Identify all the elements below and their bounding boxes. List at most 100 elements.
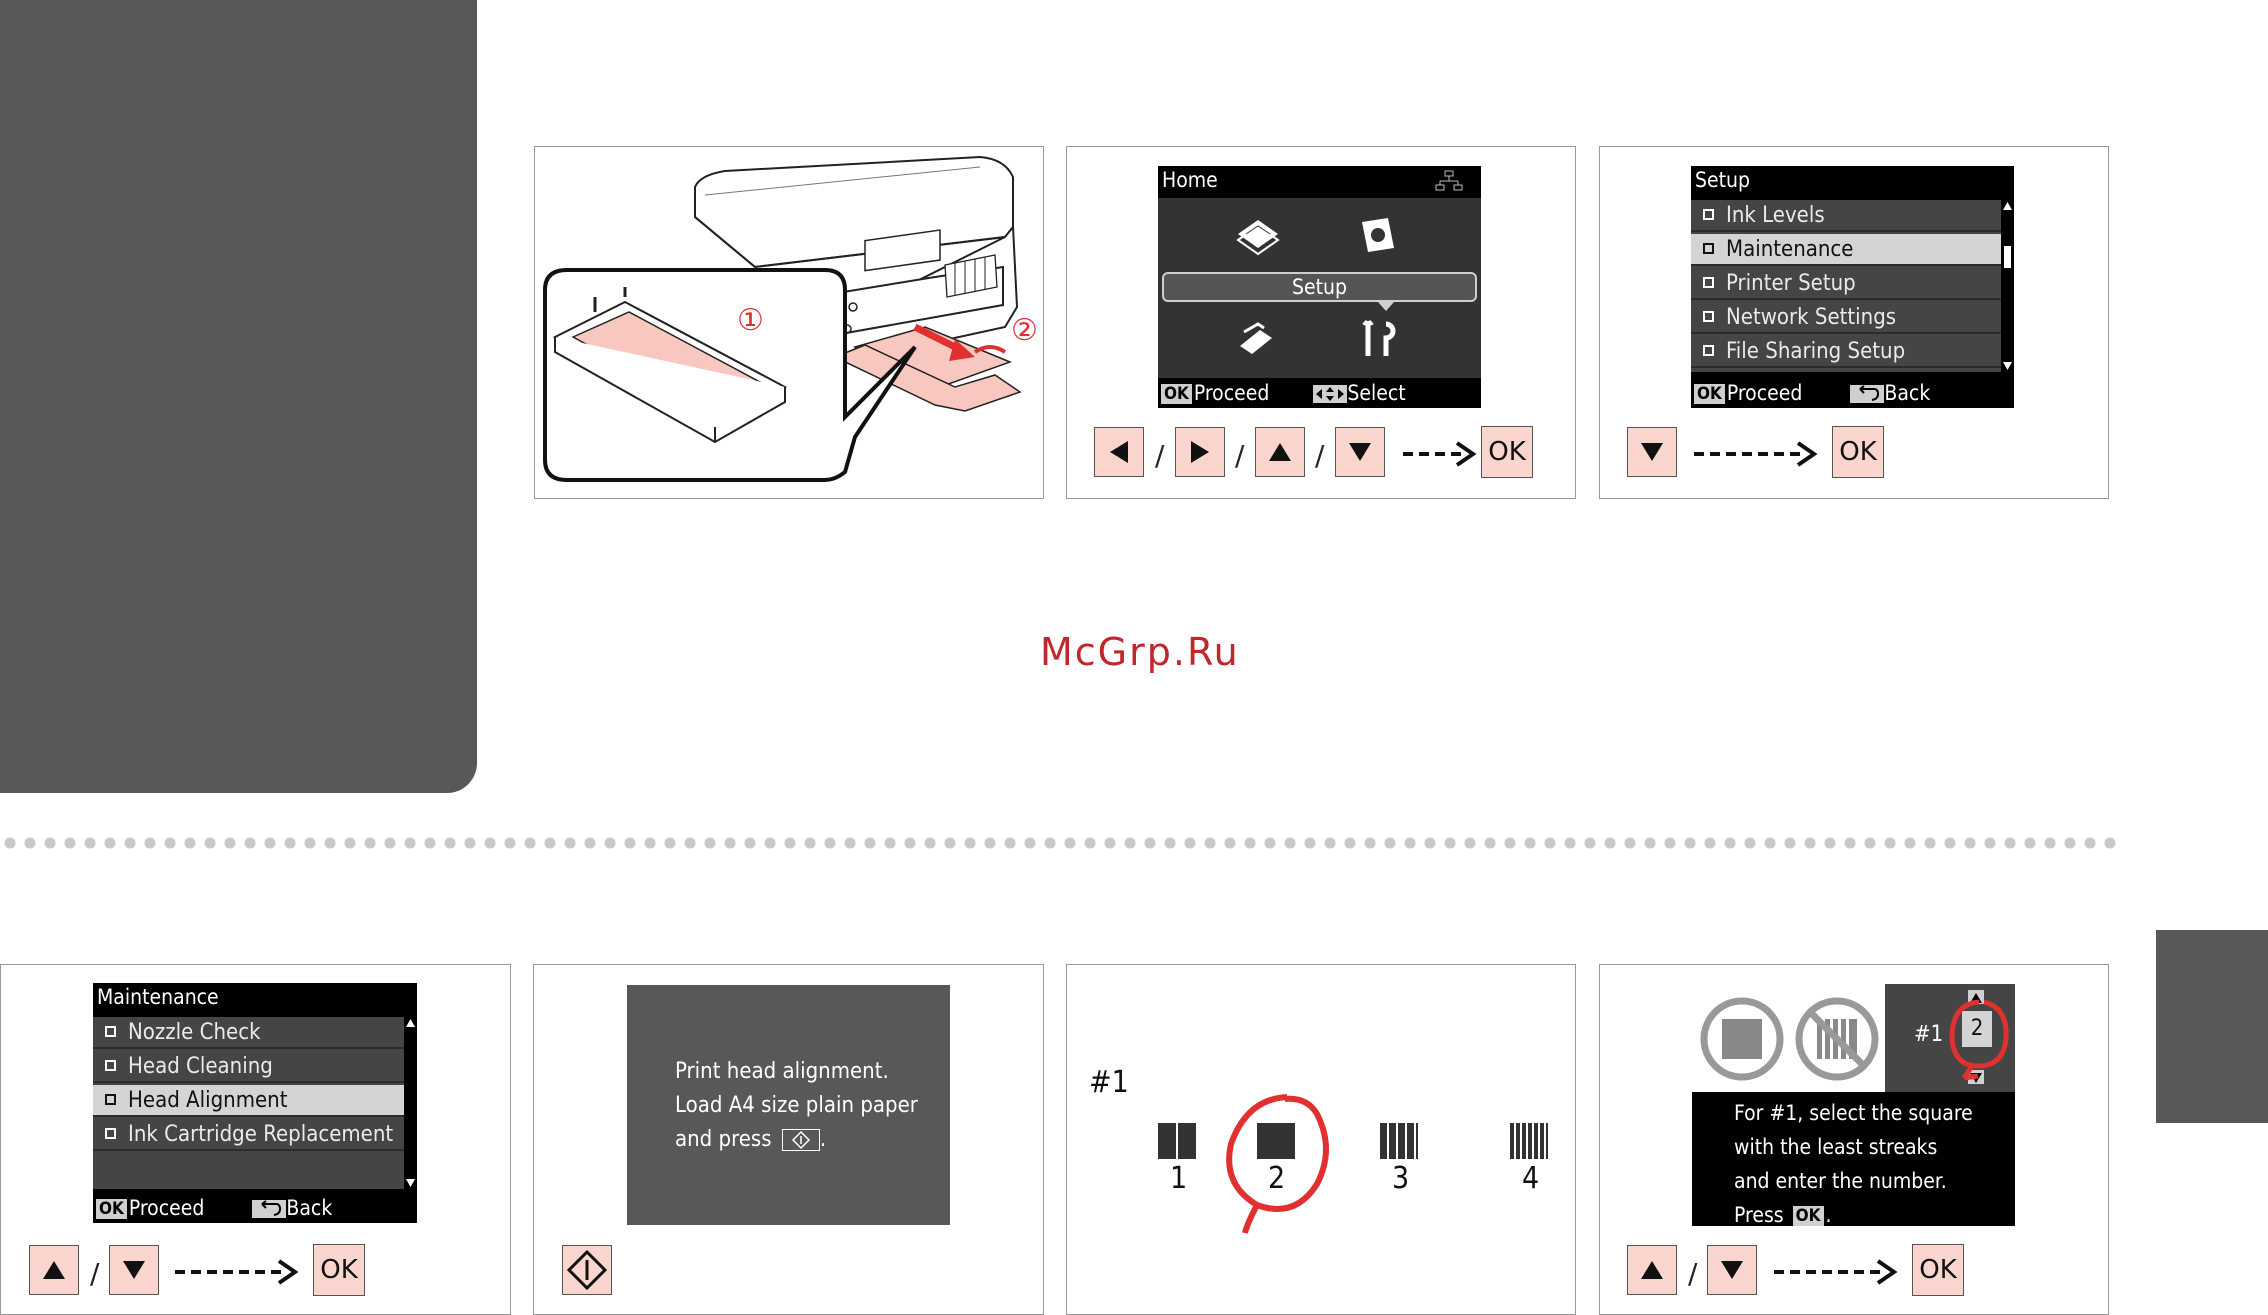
menu-item-label: Nozzle Check [128, 1020, 261, 1045]
photo-icon[interactable] [1358, 214, 1398, 258]
setup-menu-list: Ink Levels Maintenance Printer Setup Net… [1691, 200, 2001, 372]
down-button[interactable] [1627, 427, 1677, 477]
start-button[interactable] [562, 1245, 612, 1295]
red-circle-mark [1949, 999, 2009, 1081]
ok-button[interactable]: OK [1481, 426, 1533, 478]
setup-highlight[interactable]: Setup [1162, 272, 1477, 302]
lcd-maintenance: Maintenance Nozzle Check Head Cleaning H… [93, 983, 417, 1223]
ok-badge: OK [1792, 1206, 1824, 1226]
left-arrow-icon [1110, 441, 1128, 463]
instruction-line-2: with the least streaks [1734, 1135, 1938, 1159]
scan-icon[interactable] [1234, 318, 1278, 366]
message-line-3-end: . [819, 1127, 827, 1152]
up-button[interactable] [1255, 427, 1305, 477]
ok-badge: OK [1161, 384, 1192, 404]
message-line-2: Load A4 size plain paper [675, 1093, 918, 1118]
instruction-line-4-end: . [1825, 1203, 1832, 1227]
chapter-tab [2156, 930, 2268, 1123]
ok-badge: OK [96, 1199, 127, 1219]
menu-item-printer-setup[interactable]: Printer Setup [1691, 268, 2001, 300]
wrench-icon[interactable] [1358, 316, 1398, 364]
menu-item-maintenance[interactable]: Maintenance [1691, 234, 2001, 266]
menu-item-file-sharing-setup[interactable]: File Sharing Setup [1691, 336, 2001, 368]
good-sample-icon [1700, 997, 1784, 1081]
ok-button[interactable]: OK [1832, 426, 1884, 478]
lcd-message: Print head alignment. Load A4 size plain… [627, 985, 950, 1225]
pattern-square-2 [1257, 1123, 1295, 1159]
footer-proceed: Proceed [128, 1196, 205, 1220]
footer-back: Back [286, 1196, 333, 1220]
dashed-arrow-icon [1694, 441, 1818, 467]
menu-item-ink-levels[interactable]: Ink Levels [1691, 200, 2001, 232]
lcd-setup: Setup Ink Levels Maintenance Printer Set… [1691, 166, 2014, 408]
setup-label: Setup [1291, 275, 1347, 299]
number-value-box[interactable]: 2 [1962, 1011, 1992, 1047]
panel-printer-load-paper: ① ② [534, 146, 1044, 499]
bullet-icon [1703, 344, 1714, 356]
bad-sample-icon [1795, 997, 1879, 1081]
ok-button[interactable]: OK [313, 1244, 365, 1296]
pattern-number-1: 1 [1170, 1161, 1188, 1196]
dashed-arrow-icon [1403, 441, 1477, 467]
down-button[interactable] [1707, 1245, 1757, 1295]
panel-printed-pattern: #1 1 2 3 4 [1066, 964, 1576, 1315]
printer-illustration [543, 155, 1022, 482]
menu-item-label: File Sharing Setup [1726, 339, 1906, 364]
ok-button[interactable]: OK [1912, 1244, 1964, 1296]
bullet-icon [1703, 208, 1714, 220]
menu-item-nozzle-check[interactable]: Nozzle Check [93, 1017, 404, 1049]
scrollbar[interactable] [2001, 200, 2014, 372]
instruction-line-1: For #1, select the square [1734, 1101, 1973, 1125]
up-button[interactable] [1627, 1245, 1677, 1295]
menu-item-head-alignment[interactable]: Head Alignment [93, 1085, 404, 1117]
down-button[interactable] [1335, 427, 1385, 477]
callout-1: ① [737, 303, 764, 338]
separator: / [90, 1257, 100, 1290]
dashed-arrow-icon [1774, 1259, 1898, 1285]
menu-item-head-cleaning[interactable]: Head Cleaning [93, 1051, 404, 1083]
footer-back: Back [1884, 381, 1931, 405]
menu-item-label: Ink Levels [1726, 203, 1825, 228]
bullet-icon [105, 1093, 116, 1105]
select-arrows-icon [1313, 385, 1348, 403]
pattern-square-4 [1510, 1123, 1548, 1159]
left-button[interactable] [1094, 427, 1144, 477]
bullet-icon [105, 1025, 116, 1037]
instruction-line-4: Press [1734, 1203, 1784, 1227]
pattern-square-3 [1380, 1123, 1418, 1159]
bullet-icon [1703, 242, 1714, 254]
message-line-3: and press [675, 1127, 772, 1152]
up-button[interactable] [29, 1245, 79, 1295]
lcd-title: Setup [1695, 168, 1751, 192]
maintenance-menu-list: Nozzle Check Head Cleaning Head Alignmen… [93, 1017, 404, 1189]
callout-2: ② [1011, 313, 1038, 348]
pattern-label: #1 [1089, 1065, 1129, 1100]
down-arrow-icon [1721, 1261, 1743, 1279]
footer-proceed: Proceed [1726, 381, 1803, 405]
number-value: 2 [1970, 1016, 1984, 1041]
down-arrow-icon [1349, 443, 1371, 461]
lcd-select: #1 2 For #1, select the square with the … [1692, 984, 2015, 1227]
lcd-title: Home [1162, 168, 1218, 192]
down-button[interactable] [109, 1245, 159, 1295]
instruction-line-3: and enter the number. [1734, 1169, 1947, 1193]
menu-item-network-settings[interactable]: Network Settings [1691, 302, 2001, 334]
menu-item-label: Network Settings [1726, 305, 1897, 330]
dashed-arrow-icon [175, 1259, 299, 1285]
separator: / [1315, 439, 1325, 472]
separator: / [1155, 439, 1165, 472]
copy-icon[interactable] [1232, 212, 1284, 262]
scrollbar[interactable] [404, 1017, 417, 1189]
panel-alignment-message: Print head alignment. Load A4 size plain… [533, 964, 1044, 1315]
right-button[interactable] [1175, 427, 1225, 477]
panel-select-number: #1 2 For #1, select the square with the … [1599, 964, 2109, 1315]
up-arrow-icon [1641, 1261, 1663, 1279]
bullet-icon [105, 1127, 116, 1139]
menu-item-ink-cartridge-replacement[interactable]: Ink Cartridge Replacement [93, 1119, 404, 1151]
pattern-number-4: 4 [1522, 1161, 1540, 1196]
start-diamond-icon [566, 1249, 608, 1291]
start-icon [781, 1129, 820, 1151]
